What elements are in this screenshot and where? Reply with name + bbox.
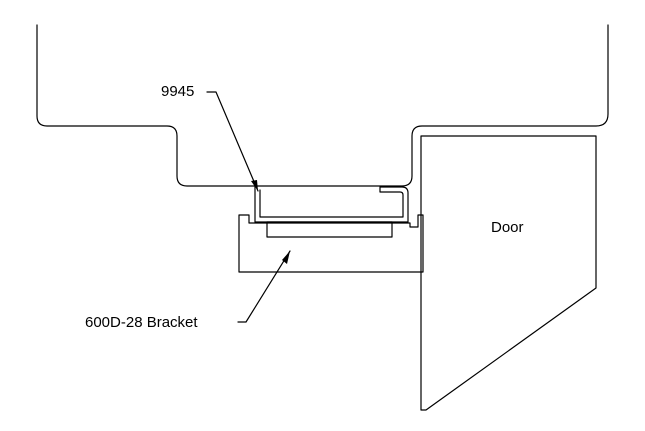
arrow-bracket: [282, 251, 290, 264]
frame-outline: [36, 24, 609, 187]
channel-9945: [254, 185, 409, 223]
bracket-insert: [266, 221, 393, 238]
leader-bracket: [237, 250, 291, 323]
label-bracket: 600D-28 Bracket: [85, 314, 198, 331]
label-9945: 9945: [161, 83, 194, 100]
label-door: Door: [491, 219, 524, 236]
leader-9945: [206, 91, 259, 192]
bracket-600d-28: [238, 214, 424, 273]
arrow-9945: [251, 180, 258, 191]
door-shape: [420, 135, 597, 411]
